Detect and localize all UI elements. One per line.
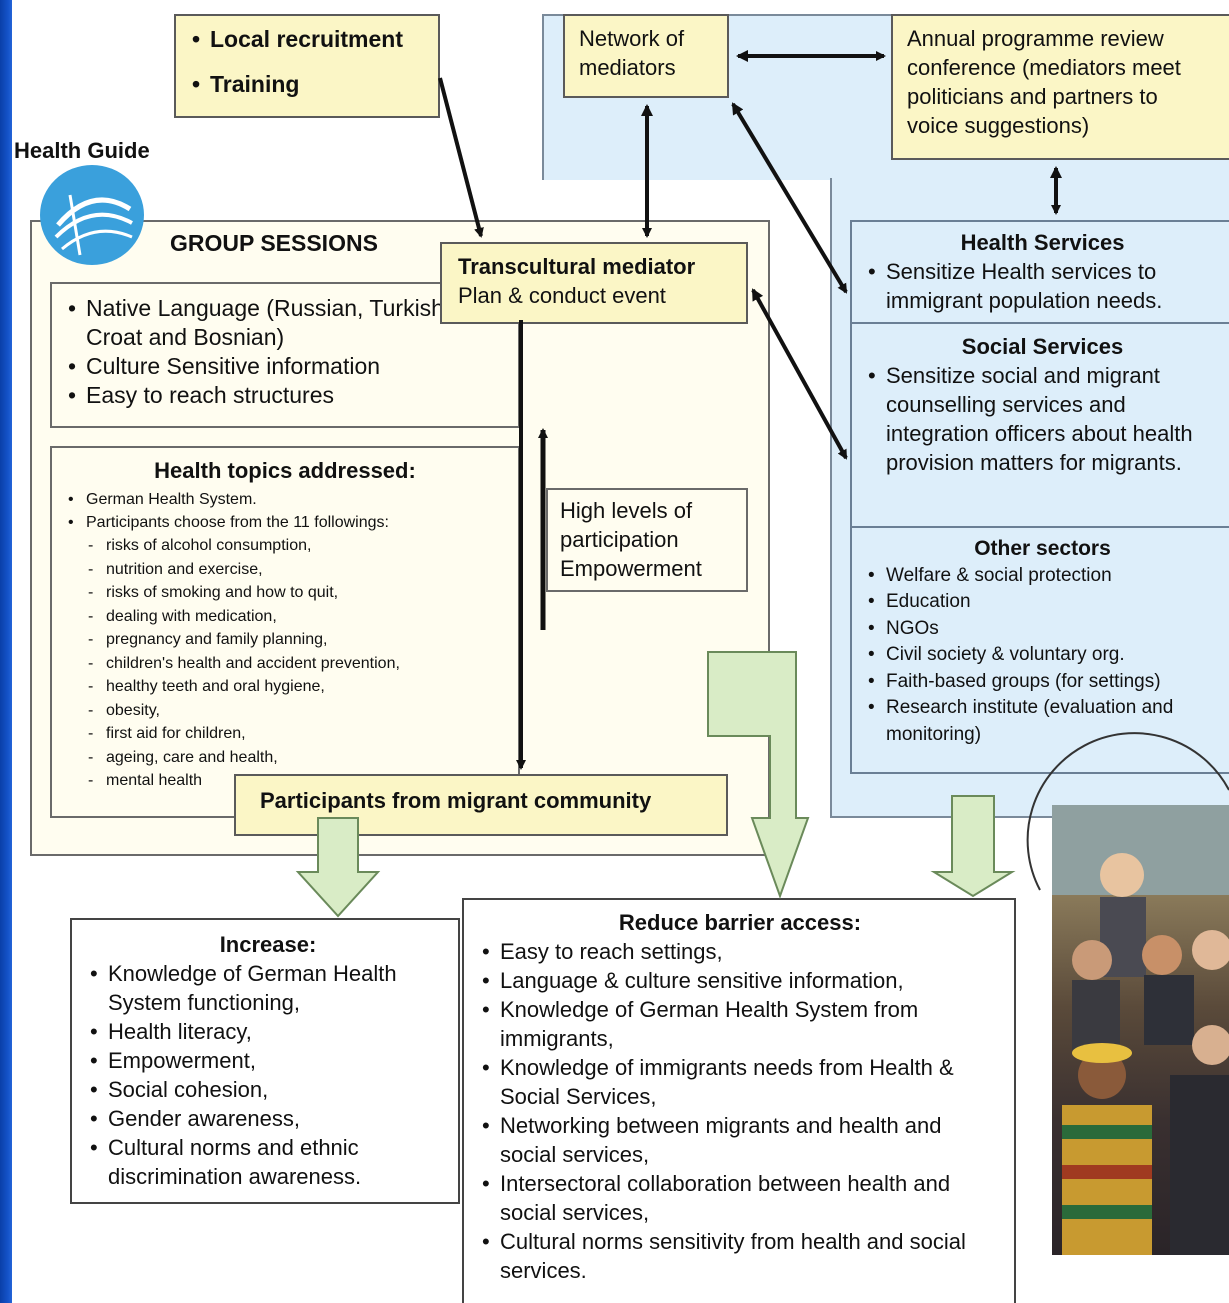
social-services-item: Sensitize social and migrant counselling… xyxy=(866,361,1219,477)
annual-review-label: Annual programme review conference (medi… xyxy=(907,26,1181,138)
person-face xyxy=(1072,940,1112,980)
health-topics-box: Health topics addressed: German Health S… xyxy=(50,446,520,818)
increase-item: Empowerment, xyxy=(88,1046,448,1075)
participants-label: Participants from migrant community xyxy=(260,788,652,813)
other-sectors-item: Research institute (evaluation and monit… xyxy=(866,695,1219,748)
health-guide-logo xyxy=(40,165,144,265)
group-sessions-title: GROUP SESSIONS xyxy=(170,230,378,256)
increase-item: Social cohesion, xyxy=(88,1075,448,1104)
group-photo xyxy=(1052,805,1229,1255)
recruitment-item: Training xyxy=(190,71,424,98)
health-topics-title: Health topics addressed: xyxy=(154,458,416,483)
other-sectors-box: Other sectors Welfare & social protectio… xyxy=(850,528,1229,774)
person-face xyxy=(1142,935,1182,975)
network-box: Network of mediators xyxy=(563,14,729,98)
health-subtopic-item: risks of smoking and how to quit, xyxy=(86,581,504,605)
health-subtopic-item: healthy teeth and oral hygiene, xyxy=(86,675,504,699)
increase-item: Gender awareness, xyxy=(88,1104,448,1133)
reduce-list: Easy to reach settings, Language & cultu… xyxy=(480,937,1000,1285)
other-sectors-item: Civil society & voluntary org. xyxy=(866,642,1219,669)
arrow-recruitment-mediator xyxy=(438,77,484,238)
health-services-title: Health Services xyxy=(960,230,1125,255)
other-sectors-list: Welfare & social protection Education NG… xyxy=(866,563,1219,749)
health-subtopic-item: nutrition and exercise, xyxy=(86,558,504,582)
person-face xyxy=(1192,930,1229,970)
social-services-box: Social Services Sensitize social and mig… xyxy=(850,324,1229,528)
participants-box: Participants from migrant community xyxy=(234,774,728,836)
health-topics-sublist: risks of alcohol consumption, nutrition … xyxy=(66,534,504,793)
increase-list: Knowledge of German Health System functi… xyxy=(88,959,448,1191)
health-subtopic-item: obesity, xyxy=(86,699,504,723)
arrow-mediator-social xyxy=(751,288,848,460)
health-topic-item: German Health System. xyxy=(66,488,504,511)
reduce-box: Reduce barrier access: Easy to reach set… xyxy=(462,898,1016,1303)
health-subtopic-item: mental health xyxy=(86,769,504,793)
mediator-title: Transcultural mediator xyxy=(458,254,696,279)
health-subtopic-item: pregnancy and family planning, xyxy=(86,628,504,652)
network-label: Network of mediators xyxy=(579,26,685,80)
social-services-list: Sensitize social and migrant counselling… xyxy=(866,361,1219,477)
block-arrow-increase xyxy=(295,817,381,918)
recruitment-item: Local recruitment xyxy=(190,26,424,53)
reduce-item: Knowledge of German Health System from i… xyxy=(480,995,1000,1053)
increase-title: Increase: xyxy=(219,932,317,957)
health-topic-item: Participants choose from the 11 followin… xyxy=(66,511,504,534)
health-guide-label: Health Guide xyxy=(14,138,150,163)
health-services-box: Health Services Sensitize Health service… xyxy=(850,220,1229,324)
person-face xyxy=(1078,1051,1126,1099)
other-sectors-item: Faith-based groups (for settings) xyxy=(866,669,1219,696)
other-sectors-item: Welfare & social protection xyxy=(866,563,1219,590)
increase-item: Cultural norms and ethnic discrimination… xyxy=(88,1133,448,1191)
participation-box: High levels of participation Empowerment xyxy=(546,488,748,592)
arrow-network-health xyxy=(731,102,848,294)
health-services-item: Sensitize Health services to immigrant p… xyxy=(866,257,1219,315)
mediator-subtitle: Plan & conduct event xyxy=(458,283,666,308)
reduce-item: Networking between migrants and health a… xyxy=(480,1111,1000,1169)
photo-circle-outline xyxy=(1026,732,1229,891)
reduce-item: Intersectoral collaboration between heal… xyxy=(480,1169,1000,1227)
health-topics-list: German Health System. Participants choos… xyxy=(66,488,504,534)
other-sectors-item: NGOs xyxy=(866,616,1219,643)
participation-line: Empowerment xyxy=(560,556,702,581)
health-guide-logo-graphic xyxy=(54,194,133,256)
block-arrow-sectors xyxy=(930,795,1016,898)
health-subtopic-item: dealing with medication, xyxy=(86,605,504,629)
health-services-list: Sensitize Health services to immigrant p… xyxy=(866,257,1219,315)
group-sessions-item: Easy to reach structures xyxy=(66,381,504,410)
person-face xyxy=(1192,1025,1229,1065)
annual-review-box: Annual programme review conference (medi… xyxy=(891,14,1229,160)
reduce-item: Language & culture sensitive information… xyxy=(480,966,1000,995)
social-services-title: Social Services xyxy=(961,334,1124,359)
reduce-item: Easy to reach settings, xyxy=(480,937,1000,966)
reduce-item: Cultural norms sensitivity from health a… xyxy=(480,1227,1000,1285)
health-subtopic-item: children's health and accident preventio… xyxy=(86,652,504,676)
reduce-item: Knowledge of immigrants needs from Healt… xyxy=(480,1053,1000,1111)
health-subtopic-item: risks of alcohol consumption, xyxy=(86,534,504,558)
reduce-title: Reduce barrier access: xyxy=(618,910,862,935)
group-photo-graphic xyxy=(1052,805,1229,1255)
increase-item: Health literacy, xyxy=(88,1017,448,1046)
other-sectors-item: Education xyxy=(866,589,1219,616)
block-arrow-reduce xyxy=(707,651,810,899)
health-subtopic-item: ageing, care and health, xyxy=(86,746,504,770)
recruitment-list: Local recruitment Training xyxy=(190,26,424,98)
participation-line: High levels of participation xyxy=(560,498,693,552)
person-face xyxy=(1100,853,1144,897)
group-sessions-item: Culture Sensitive information xyxy=(66,352,504,381)
recruitment-box: Local recruitment Training xyxy=(174,14,440,118)
increase-box: Increase: Knowledge of German Health Sys… xyxy=(70,918,460,1204)
mediator-box: Transcultural mediator Plan & conduct ev… xyxy=(440,242,748,324)
increase-item: Knowledge of German Health System functi… xyxy=(88,959,448,1017)
other-sectors-title: Other sectors xyxy=(974,537,1111,560)
health-subtopic-item: first aid for children, xyxy=(86,722,504,746)
